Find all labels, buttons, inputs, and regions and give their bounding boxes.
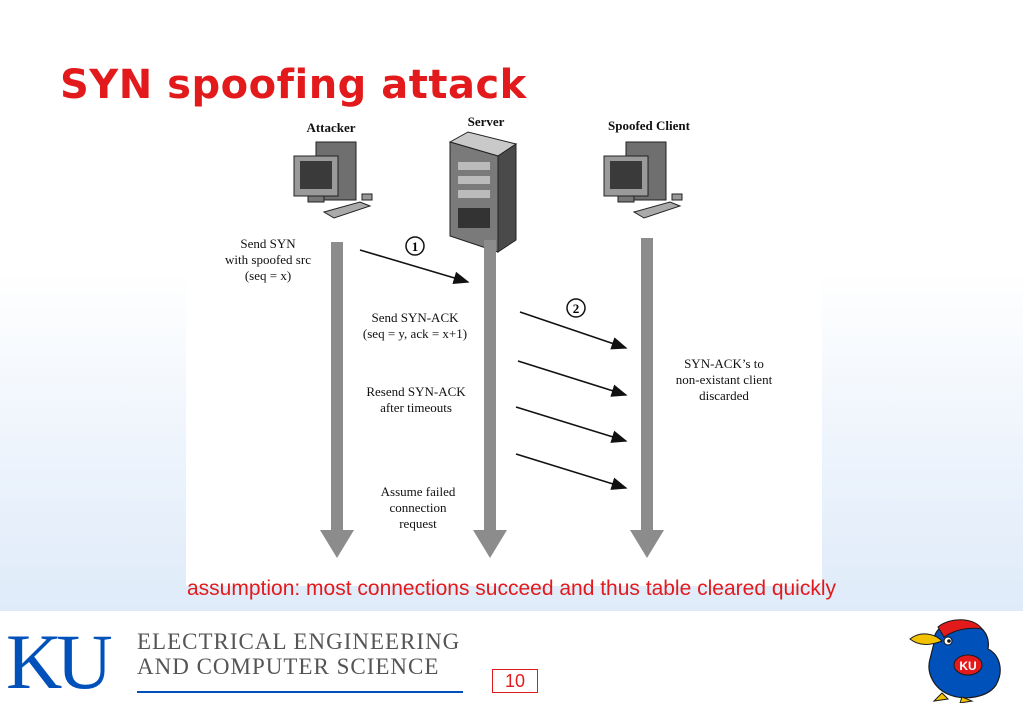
- jayhawk-mascot-icon: KU: [909, 619, 1001, 703]
- department-line-2: AND COMPUTER SCIENCE: [137, 654, 440, 679]
- slide-footer: KU ELECTRICAL ENGINEERING AND COMPUTER S…: [0, 611, 1023, 708]
- department-underline: [137, 691, 463, 693]
- ku-logo: KU: [6, 618, 113, 705]
- department-line-1: ELECTRICAL ENGINEERING: [137, 629, 461, 654]
- svg-text:1: 1: [412, 239, 419, 254]
- synack-arrow-4: [515, 453, 628, 490]
- attacker-computer-icon: [293, 141, 373, 219]
- slide-title: SYN spoofing attack: [60, 62, 527, 108]
- slide-caption: assumption: most connections succeed and…: [186, 577, 837, 600]
- syn-spoofing-diagram: 1 2 Attacker Server Spoofed Client Send …: [186, 110, 822, 586]
- page-number: 10: [492, 669, 538, 693]
- step-2-marker: 2: [566, 298, 586, 318]
- diagram-graphics: 1 2: [293, 131, 683, 558]
- server-tower-icon: [448, 131, 518, 253]
- assume-failed-label: Assume failed connection request: [380, 484, 456, 531]
- step-1-marker: 1: [405, 236, 425, 256]
- server-label: Server: [467, 114, 505, 129]
- discarded-label: SYN-ACK’s to non-existant client discard…: [675, 356, 773, 403]
- resend-synack-label: Resend SYN-ACK after timeouts: [366, 384, 466, 415]
- spoofed-client-lifeline: [630, 238, 664, 558]
- attacker-label: Attacker: [306, 120, 356, 135]
- synack-arrow-1: [519, 311, 628, 350]
- spoofed-client-label: Spoofed Client: [608, 118, 690, 133]
- spoofed-client-computer-icon: [603, 141, 683, 219]
- department-name: ELECTRICAL ENGINEERING AND COMPUTER SCIE…: [137, 629, 460, 679]
- syn-arrow: [359, 249, 470, 285]
- send-syn-label: Send SYN with spoofed src (seq = x): [225, 236, 311, 283]
- svg-text:2: 2: [573, 301, 580, 316]
- svg-text:KU: KU: [959, 659, 976, 673]
- attacker-lifeline: [320, 242, 354, 558]
- synack-arrow-3: [515, 406, 628, 443]
- synack-arrow-2: [517, 360, 628, 397]
- send-synack-label: Send SYN-ACK (seq = y, ack = x+1): [362, 310, 468, 341]
- server-lifeline: [473, 240, 507, 558]
